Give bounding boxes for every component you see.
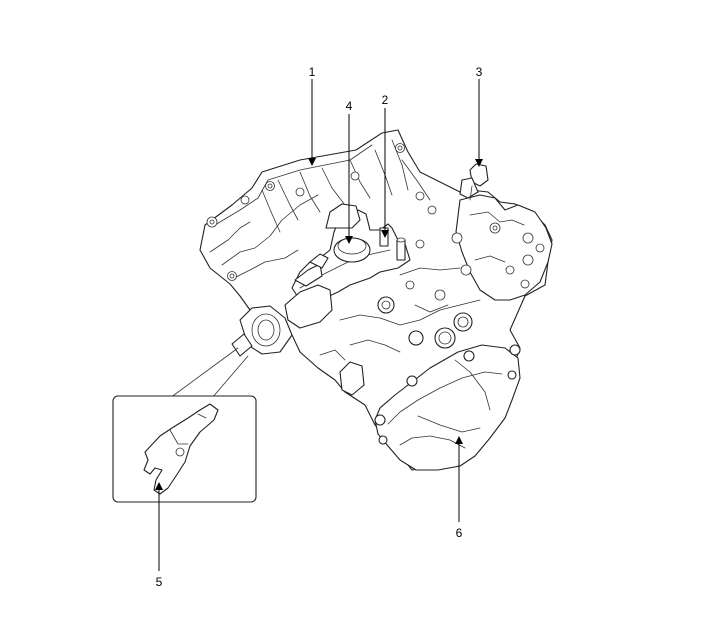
callout-6: 6 xyxy=(456,526,463,540)
inset-leader xyxy=(169,347,249,399)
callout-3: 3 xyxy=(476,65,483,79)
mount-bracket xyxy=(319,349,365,396)
callout-leaders xyxy=(155,79,483,571)
callout-1: 1 xyxy=(309,65,316,79)
release-fork-inset xyxy=(112,395,257,503)
gear-housing-right xyxy=(415,194,553,301)
drive-shaft-seal xyxy=(231,305,293,357)
callout-5: 5 xyxy=(156,575,163,589)
release-fork xyxy=(143,403,219,495)
case-details-center xyxy=(339,267,481,353)
shift-mechanism xyxy=(284,203,411,329)
rear-cover xyxy=(374,344,521,471)
callout-2: 2 xyxy=(382,93,389,107)
callout-4: 4 xyxy=(346,99,353,113)
speed-sensor xyxy=(459,163,489,201)
